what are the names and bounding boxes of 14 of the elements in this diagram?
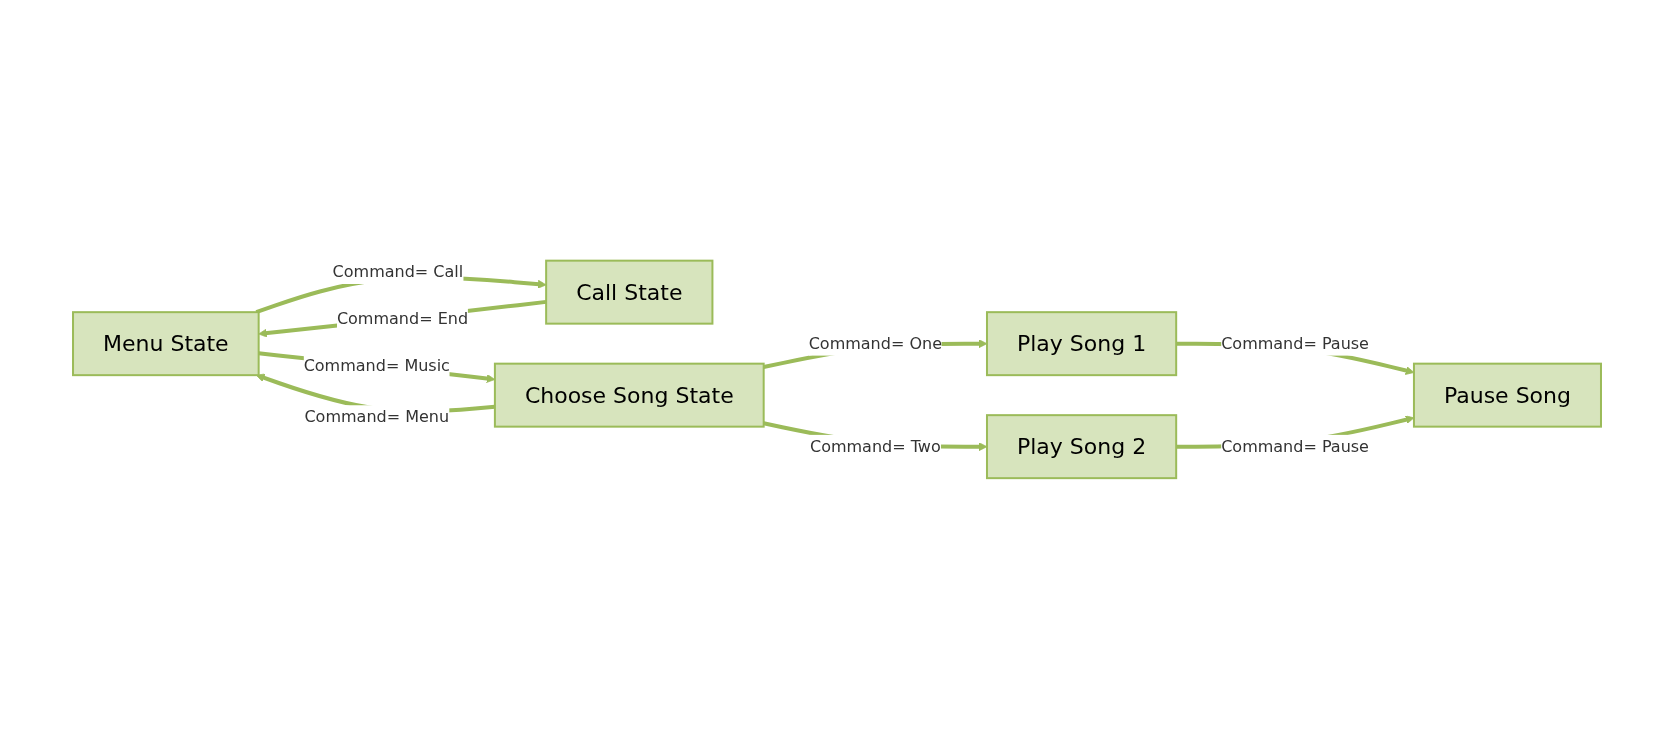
edge-label: Command= Music [303,355,450,375]
edge-label: Command= End [336,308,468,328]
edge-label: Command= Two [809,436,941,456]
edge-label: Command= Call [332,261,463,281]
edge-label: Command= Menu [303,407,449,427]
node-box: Choose Song State [493,362,765,428]
node-box: Play Song 1 [985,311,1177,377]
edge-label: Command= Pause [1220,333,1369,353]
node-box: Play Song 2 [985,414,1177,480]
edge-label: Command= Pause [1220,436,1369,456]
node-box: Call State [544,259,713,325]
node-box: Menu State [71,311,260,377]
node-box: Pause Song [1412,362,1602,428]
edge-label: Command= One [808,333,942,353]
